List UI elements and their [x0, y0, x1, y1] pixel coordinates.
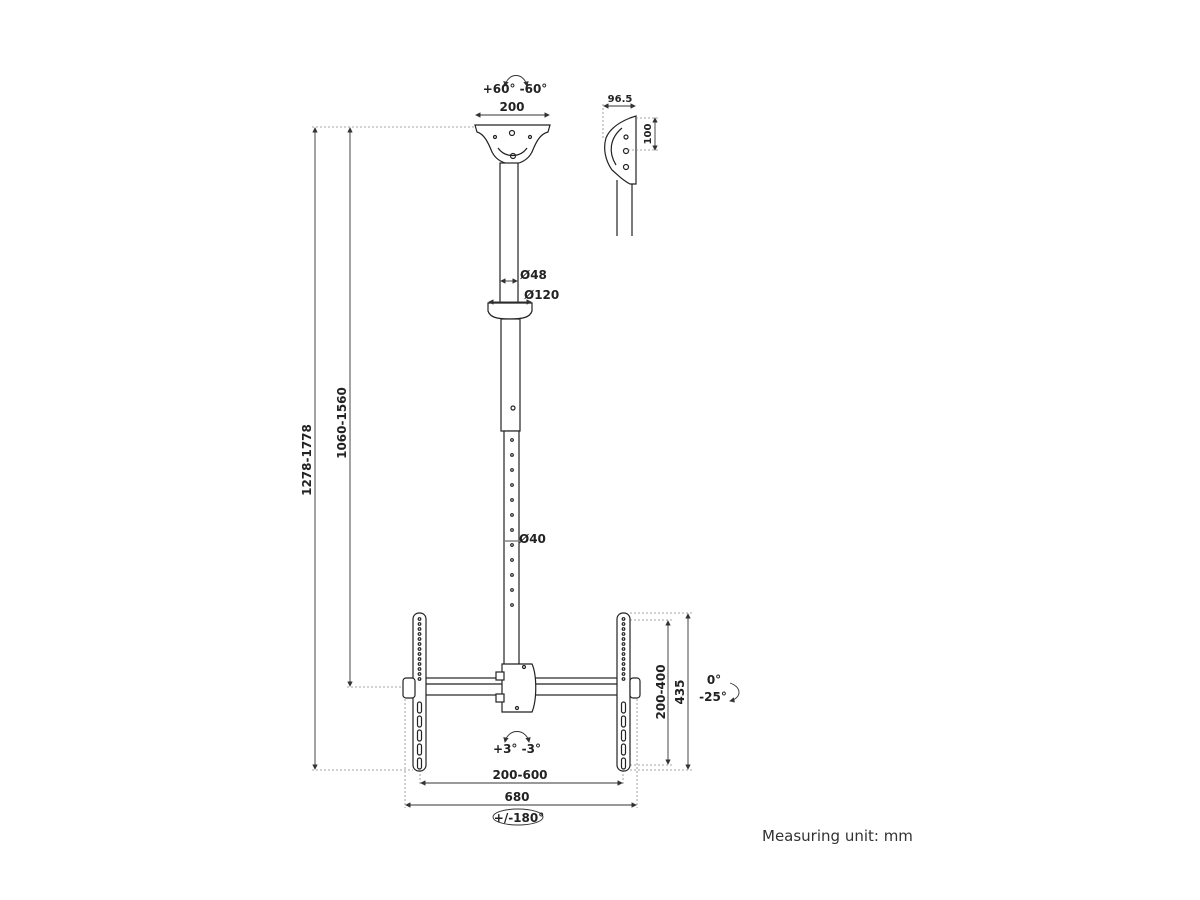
- hole: [510, 483, 514, 487]
- slot: [416, 743, 423, 756]
- hole: [417, 637, 422, 641]
- hole: [510, 543, 514, 547]
- hole: [510, 603, 514, 607]
- slot: [620, 729, 627, 742]
- side-height-label: 100: [643, 124, 654, 145]
- hole: [417, 617, 422, 621]
- bracket-height-label: 435: [673, 679, 687, 704]
- hole: [621, 637, 626, 641]
- slot: [620, 743, 627, 756]
- collar: [487, 302, 533, 320]
- hole: [417, 622, 422, 626]
- hole: [621, 652, 626, 656]
- hole: [417, 647, 422, 651]
- hole: [621, 647, 626, 651]
- hole: [510, 513, 514, 517]
- hole: [417, 652, 422, 656]
- hole: [417, 627, 422, 631]
- plate-width-label: 200: [499, 100, 524, 114]
- lower-diameter-label: Ø40: [519, 532, 546, 546]
- upper-pole: [499, 162, 519, 306]
- hole: [621, 627, 626, 631]
- pole-height-label: 1060-1560: [335, 387, 349, 459]
- unit-note: Measuring unit: mm: [762, 827, 913, 845]
- hole: [510, 573, 514, 577]
- level-adjust-label: +3° -3°: [493, 742, 541, 756]
- right-vesa-bracket: [616, 612, 641, 772]
- extension-lines: [312, 104, 692, 808]
- hole: [510, 528, 514, 532]
- hole: [417, 667, 422, 671]
- hole: [417, 662, 422, 666]
- hole: [621, 617, 626, 621]
- hole: [621, 632, 626, 636]
- total-height-label: 1278-1778: [300, 424, 314, 496]
- rotation-ellipse-icon: [492, 808, 544, 826]
- hole: [510, 558, 514, 562]
- hole: [621, 677, 626, 681]
- hole: [417, 657, 422, 661]
- rotation-label: +/-180°: [494, 811, 544, 825]
- slot: [620, 701, 627, 714]
- tilt-top-label: +60° -60°: [483, 82, 548, 96]
- level-arc-icon: [503, 731, 531, 743]
- hole: [510, 588, 514, 592]
- hole: [621, 667, 626, 671]
- vesa-horizontal-label: 200-600: [492, 768, 547, 782]
- hole: [621, 662, 626, 666]
- upper-diameter-label: Ø48: [520, 268, 547, 282]
- pole-holes: [510, 438, 514, 607]
- hole: [510, 453, 514, 457]
- slot: [416, 715, 423, 728]
- side-depth-label: 96.5: [608, 94, 633, 105]
- side-view: [604, 115, 637, 236]
- vesa-vertical-label: 200-400: [654, 664, 668, 719]
- hole: [417, 677, 422, 681]
- slot: [416, 701, 423, 714]
- hole: [417, 642, 422, 646]
- slot: [416, 729, 423, 742]
- hole: [510, 498, 514, 502]
- tilt-down-label: -25°: [699, 690, 727, 704]
- ceiling-plate: [474, 124, 551, 165]
- lower-pole-outer: [500, 318, 521, 432]
- hole: [621, 672, 626, 676]
- hole: [417, 672, 422, 676]
- hole: [621, 657, 626, 661]
- center-clamp: [501, 663, 537, 713]
- hole: [621, 622, 626, 626]
- total-width-label: 680: [504, 790, 529, 804]
- tilt-arc-icon: [503, 75, 529, 87]
- slot: [416, 757, 423, 770]
- dimension-lines: [312, 103, 691, 808]
- lower-pole-inner: [503, 430, 520, 667]
- collar-diameter-label: Ø120: [524, 288, 559, 302]
- hole: [510, 438, 514, 442]
- hole: [510, 468, 514, 472]
- slot: [620, 757, 627, 770]
- tilt-down-arc-icon: [729, 682, 740, 703]
- left-vesa-bracket: [402, 612, 427, 772]
- hole: [621, 642, 626, 646]
- slot: [620, 715, 627, 728]
- tilt-up-label: 0°: [707, 673, 721, 687]
- hole: [417, 632, 422, 636]
